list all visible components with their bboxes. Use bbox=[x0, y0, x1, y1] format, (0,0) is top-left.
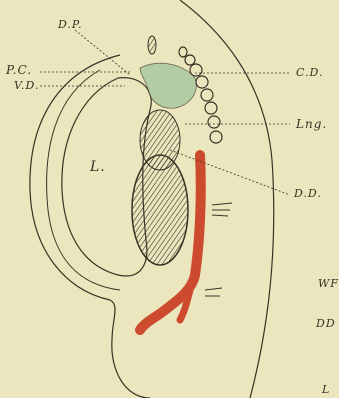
label-dd-edge: DD bbox=[316, 318, 336, 329]
inner-body-outline bbox=[30, 55, 150, 398]
label-dd: D.D. bbox=[294, 188, 322, 199]
tissue-marks bbox=[205, 203, 232, 296]
label-dp: D.P. bbox=[58, 19, 83, 30]
upper-structure bbox=[140, 110, 180, 170]
label-l-edge: L bbox=[322, 384, 330, 395]
label-cd: C.D. bbox=[296, 67, 323, 78]
green-duct-region bbox=[140, 63, 196, 108]
small-structure bbox=[148, 36, 156, 54]
label-lng: Lng. bbox=[296, 118, 327, 130]
outer-body-outline bbox=[180, 0, 274, 398]
label-vd: V.D. bbox=[14, 80, 39, 91]
body-wall-outline bbox=[47, 70, 120, 290]
label-pc: P.C. bbox=[6, 64, 32, 76]
label-liver: L. bbox=[90, 160, 106, 174]
label-wf: WF bbox=[318, 278, 339, 289]
lung-lobe-hatched bbox=[132, 155, 188, 265]
